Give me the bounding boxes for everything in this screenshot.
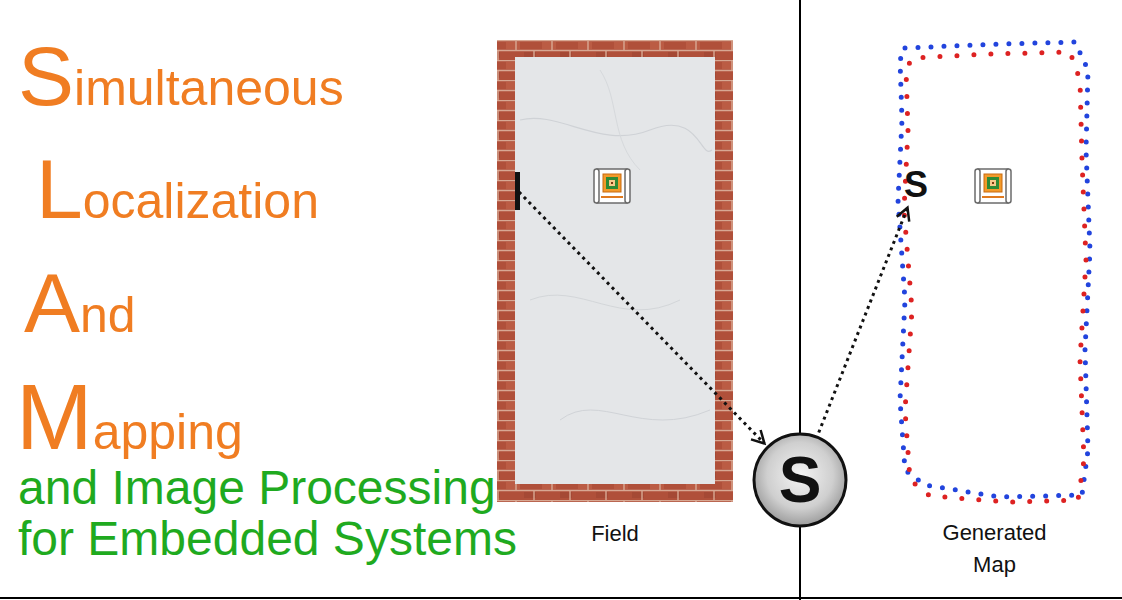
label-wrap: Localization xyxy=(36,144,319,246)
area-caption: Field xyxy=(555,518,675,550)
area-caption: Generated Map xyxy=(930,517,1060,581)
dotted-arrow xyxy=(519,192,764,443)
subtitle-line: and Image Processing xyxy=(18,463,496,513)
caption-wrap: Generated Map xyxy=(930,517,1060,581)
wall-sign xyxy=(515,172,520,210)
field-area: Field xyxy=(497,40,733,502)
label-wrap: Mapping xyxy=(16,372,243,477)
sign-letter: S xyxy=(779,448,822,512)
title-word: Localization xyxy=(36,144,319,246)
title-word: Simultaneous xyxy=(18,31,344,133)
label-wrap: Simultaneous xyxy=(18,31,344,133)
bottom-rule xyxy=(0,597,1122,599)
sign-letter: S xyxy=(904,167,929,203)
robot-icon xyxy=(594,169,630,203)
arrow-head xyxy=(897,208,909,222)
generated-map: Generated MapS xyxy=(897,40,1092,505)
field-illustration xyxy=(497,40,733,502)
dotted-arrow xyxy=(819,208,908,433)
caption-wrap: Field xyxy=(555,518,675,550)
map-points xyxy=(898,42,1090,502)
subtitle-line: for Embedded Systems xyxy=(18,514,517,564)
label-wrap: And xyxy=(24,258,136,360)
label-wrap: and Image Processing xyxy=(18,463,496,513)
arrow-head xyxy=(751,430,764,443)
robot-icon xyxy=(975,169,1011,203)
title-word: And xyxy=(24,258,136,360)
label-wrap: for Embedded Systems xyxy=(18,514,517,564)
title-word: Mapping xyxy=(16,372,243,477)
map-landmark: S xyxy=(901,165,932,205)
magnified-sign: S xyxy=(752,432,848,528)
